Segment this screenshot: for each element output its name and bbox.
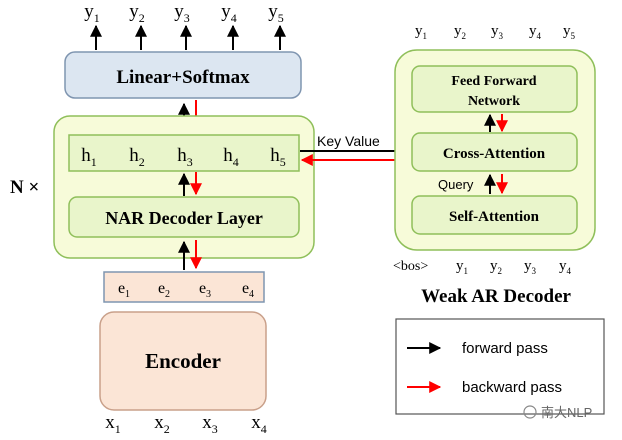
encoder-box <box>99 311 267 411</box>
ar-output-label: y5 <box>563 23 576 41</box>
embedding-label: e2 <box>158 280 170 300</box>
nar-decoder-layer-label: NAR Decoder Layer <box>105 208 263 228</box>
encoder-label: Encoder <box>145 349 221 373</box>
repeat-label: N × <box>10 177 39 198</box>
nar-input-labels: x1 x2 x3 x4 <box>105 412 267 436</box>
wechat-icon <box>523 405 537 419</box>
nar-input-label: x3 <box>202 412 218 436</box>
ar-input-label: y3 <box>524 258 537 276</box>
hidden-state-label: h2 <box>129 145 145 169</box>
legend-backward-label: backward pass <box>462 379 562 396</box>
hidden-state-label: h5 <box>270 145 286 169</box>
ar-input-labels: y1 y2 y3 y4 <box>456 258 572 276</box>
linear-softmax-label: Linear+Softmax <box>116 67 250 88</box>
legend-box <box>395 318 605 415</box>
nar-input-label: x1 <box>105 412 121 436</box>
ar-output-label: y4 <box>529 23 542 41</box>
hidden-states-bar <box>68 134 300 172</box>
legend-forward-label: forward pass <box>462 340 548 357</box>
hidden-state-label: h1 <box>81 145 97 169</box>
self-attention-box <box>411 195 578 235</box>
nar-output-label: y3 <box>174 1 190 25</box>
hidden-states: h1 h2 h3 h4 h5 <box>81 145 286 169</box>
embedding-label: e3 <box>199 280 211 300</box>
feed-forward-label-line2: Network <box>468 94 520 109</box>
embedding-label: e4 <box>242 280 254 300</box>
cross-attention-label: Cross-Attention <box>443 146 546 162</box>
hidden-state-label: h4 <box>223 145 239 169</box>
watermark-text: 南大NLP <box>541 405 592 420</box>
nar-output-arrows <box>90 24 286 50</box>
ar-output-label: y3 <box>491 23 504 41</box>
ar-output-label: y2 <box>454 23 466 41</box>
feed-forward-label-line1: Feed Forward <box>451 74 536 89</box>
ar-input-label: y2 <box>490 258 502 276</box>
embedding-label: e1 <box>118 280 130 300</box>
nar-output-labels: y1 y2 y3 y4 y5 <box>84 1 284 25</box>
embeddings: e1 e2 e3 e4 <box>118 280 254 300</box>
nar-output-label: y2 <box>129 1 145 25</box>
ar-output-labels: y1 y2 y3 y4 y5 <box>415 23 576 41</box>
weak-ar-decoder-title: Weak AR Decoder <box>421 286 571 307</box>
bos-label: <bos> <box>393 259 428 274</box>
ar-input-label: y1 <box>456 258 468 276</box>
ar-input-label: y4 <box>559 258 572 276</box>
nar-decoder-layer-box <box>68 196 300 238</box>
embedding-bar <box>103 271 265 303</box>
self-attention-label: Self-Attention <box>449 209 540 225</box>
feed-forward-box <box>411 65 578 113</box>
query-label: Query <box>438 177 474 192</box>
linear-softmax-box <box>64 51 302 99</box>
ar-output-label: y1 <box>415 23 427 41</box>
nar-output-label: y5 <box>268 1 284 25</box>
nar-input-label: x4 <box>251 412 267 436</box>
nar-output-label: y1 <box>84 1 100 25</box>
cross-attention-box <box>411 132 578 172</box>
hidden-state-label: h3 <box>177 145 193 169</box>
key-value-label: Key Value <box>317 133 380 149</box>
nar-input-label: x2 <box>154 412 170 436</box>
nar-output-label: y4 <box>221 1 237 25</box>
